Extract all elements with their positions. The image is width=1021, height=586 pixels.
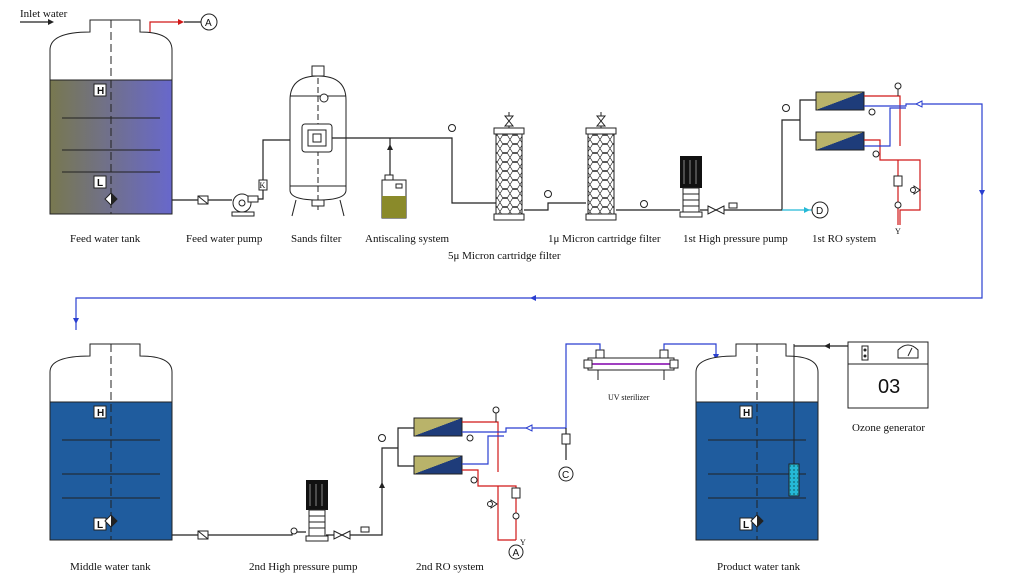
middle-water-tank-label: Middle water tank: [70, 561, 151, 573]
uv-sterilizer: [583, 349, 679, 380]
high-pressure-pump-1-label: 1st High pressure pump: [683, 233, 788, 245]
micron5-filter-label: 5μ Micron cartridge filter: [448, 250, 561, 262]
feed-water-pump: [231, 193, 259, 217]
product-water-tank: [695, 343, 819, 541]
high-pressure-pump-2-label: 2nd High pressure pump: [249, 561, 358, 573]
reject-valve-icon-2: [487, 487, 521, 520]
product-tank-high-mark: H: [743, 408, 750, 419]
feed-tank-high-mark: H: [97, 86, 104, 97]
inlet-water-label: Inlet water: [20, 8, 68, 20]
svg-text:Y: Y: [520, 538, 526, 547]
sands-filter-label: Sands filter: [291, 233, 342, 245]
product-tank-low-mark: L: [743, 520, 749, 531]
valve-icon: [197, 195, 209, 205]
return-line-a: [149, 21, 178, 32]
ro-system-1-label: 1st RO system: [812, 233, 877, 245]
reject-valve-icon: [893, 175, 921, 209]
valve-icon-4: [333, 530, 351, 540]
ozone-display: 03: [878, 376, 900, 398]
ro-system-2-label: 2nd RO system: [416, 561, 484, 573]
connector-a-top-label: A: [205, 18, 212, 29]
ozone-generator-label: Ozone generator: [852, 422, 925, 434]
ro-membrane-2b: [413, 455, 463, 475]
antiscaling-tank: [381, 174, 407, 219]
ro-membrane-2a: [413, 417, 463, 437]
valve-icon-3: [197, 530, 209, 540]
svg-text:K: K: [260, 181, 266, 190]
micron1-cartridge-filter: [585, 112, 617, 221]
feed-tank-low-mark: L: [97, 178, 103, 189]
feed-water-pump-label: Feed water pump: [186, 233, 263, 245]
connector-a-bottom: [508, 544, 524, 560]
ro-membrane-1b: [815, 131, 865, 151]
micron1-filter-label: 1μ Micron cartridge filter: [548, 233, 661, 245]
inlet-water-arrow: [20, 19, 54, 25]
svg-text:Y: Y: [895, 227, 901, 236]
sands-filter: [289, 65, 347, 217]
connector-d-label: D: [816, 206, 823, 217]
connector-c-label: C: [562, 470, 569, 481]
permeate-line-1: [75, 103, 983, 330]
feed-water-tank: [49, 19, 173, 215]
ozone-generator: [847, 341, 929, 409]
high-pressure-pump-1: [679, 156, 703, 218]
valve-icon-2: [707, 205, 725, 215]
high-pressure-pump-2: [305, 480, 329, 542]
connector-a-bottom-label: A: [513, 548, 520, 559]
connector-d: [811, 201, 829, 219]
feed-water-tank-label: Feed water tank: [70, 233, 141, 245]
antiscaling-system-label: Antiscaling system: [365, 233, 449, 245]
middle-water-tank: [49, 343, 173, 541]
check-valve-icon: K: [258, 179, 268, 191]
micron5-cartridge-filter: [493, 112, 525, 221]
ro-membrane-1a: [815, 91, 865, 111]
connector-c: [558, 466, 574, 482]
product-water-tank-label: Product water tank: [717, 561, 801, 573]
middle-tank-low-mark: L: [97, 520, 103, 531]
middle-tank-high-mark: H: [97, 408, 104, 419]
uv-sterilizer-label: UV sterilizer: [608, 393, 650, 402]
